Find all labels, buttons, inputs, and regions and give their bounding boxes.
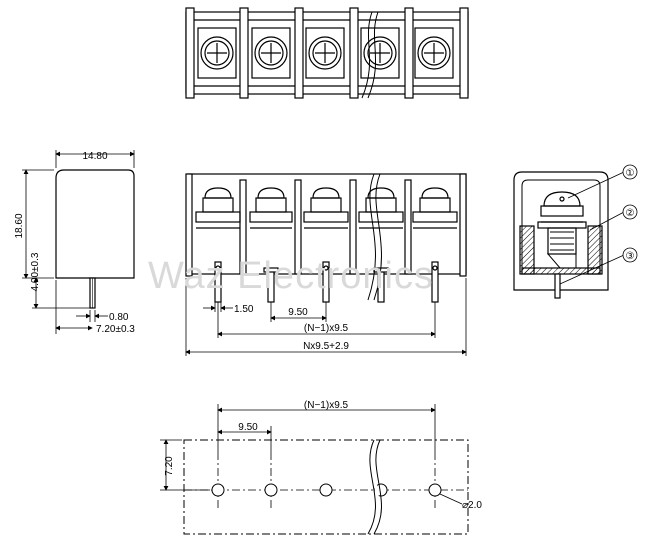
- pcb-dims: [160, 404, 463, 505]
- pcb-hole-3: [319, 483, 333, 497]
- front-pole-1: [195, 187, 241, 303]
- front-pole-2: [249, 187, 293, 303]
- pcb-layout: [183, 439, 469, 535]
- side-view-body: [55, 169, 135, 279]
- side-pin-offset-label: 7.20±0.3: [96, 324, 135, 335]
- section-view: [513, 171, 609, 299]
- side-width-label: 14.80: [82, 151, 107, 162]
- side-pin-height-label: 4.00±0.3: [30, 252, 41, 291]
- callout-1-label: ①: [626, 168, 635, 179]
- side-view-dims: [22, 150, 135, 334]
- front-pole-3: [303, 187, 349, 303]
- side-height-label: 18.60: [14, 213, 25, 238]
- callout-2-label: ②: [626, 208, 635, 219]
- watermark-text: Waz Electronics: [148, 255, 434, 297]
- screw-2: [251, 27, 291, 79]
- front-pin-width-label: 1.50: [234, 304, 254, 315]
- pcb-hole-5: [428, 483, 442, 497]
- front-view-dims: [185, 278, 467, 356]
- screw-1: [197, 27, 237, 79]
- front-span-label: (N−1)x9.5: [304, 323, 349, 334]
- side-pin-thickness-label: 0.80: [109, 312, 129, 323]
- callout-1-circle: [622, 164, 638, 180]
- pcb-span-label: (N−1)x9.5: [304, 400, 349, 411]
- screw-4: [360, 27, 400, 79]
- screw-5: [414, 27, 454, 79]
- pcb-hole-label: ⌀2.0: [462, 500, 482, 511]
- callout-3-label: ③: [626, 251, 635, 262]
- section-callouts: [559, 164, 638, 285]
- pcb-hole-2: [264, 483, 278, 497]
- pcb-pitch-label: 9.50: [238, 422, 258, 433]
- side-view: [55, 169, 135, 309]
- callout-2-circle: [622, 204, 638, 220]
- front-view: [185, 173, 467, 303]
- front-total-label: Nx9.5+2.9: [303, 341, 349, 352]
- callout-3-circle: [622, 247, 638, 263]
- screw-3: [305, 27, 345, 79]
- top-view: [185, 7, 469, 99]
- pcb-hole-1: [211, 483, 225, 497]
- front-pitch-label: 9.50: [288, 307, 308, 318]
- pcb-row-offset-label: 7.20: [164, 456, 175, 476]
